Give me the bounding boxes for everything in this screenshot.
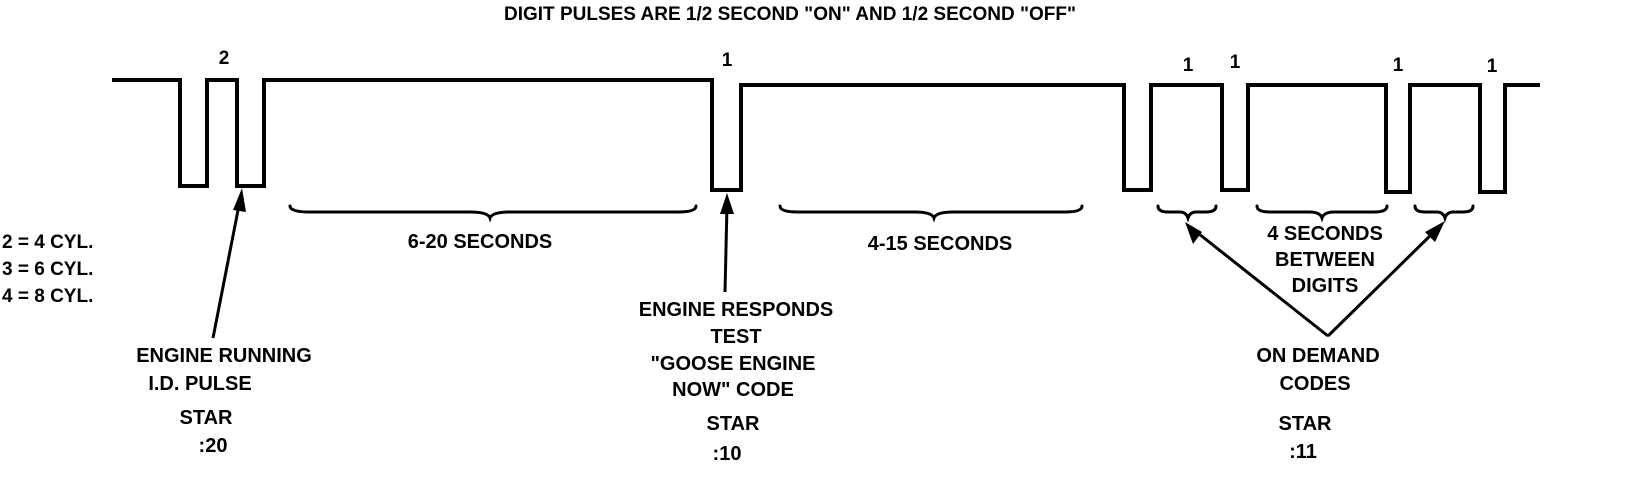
digit-label-test-pulse: 1 <box>722 50 733 71</box>
engine-running-star-label: STAR <box>180 407 234 429</box>
interval-label-between-line-3: DIGITS <box>1292 275 1359 297</box>
engine-running-code: :20 <box>199 435 228 457</box>
arrowhead-engine-running <box>233 188 246 212</box>
digit-label-demand-4: 1 <box>1487 56 1498 77</box>
on-demand-label-line-1: ON DEMAND <box>1256 345 1379 367</box>
cylinder-legend-line-3: 4 = 8 CYL. <box>2 286 93 307</box>
interval-brace-6-20 <box>288 204 698 223</box>
engine-responds-code: :10 <box>713 443 742 465</box>
cylinder-legend-line-2: 3 = 6 CYL. <box>2 259 93 280</box>
diagram-title: DIGIT PULSES ARE 1/2 SECOND "ON" AND 1/2… <box>504 4 1076 25</box>
digit-label-demand-3: 1 <box>1393 55 1404 76</box>
engine-responds-label-line-3: "GOOSE ENGINE <box>650 353 815 375</box>
pulse-waveform <box>112 78 1540 194</box>
interval-brace-digit-2 <box>1413 204 1475 223</box>
interval-label-4-15: 4-15 SECONDS <box>868 233 1013 255</box>
engine-responds-label-line-4: NOW" CODE <box>672 379 794 401</box>
engine-responds-label-line-1: ENGINE RESPONDS <box>639 299 833 321</box>
arrow-on-demand-right <box>1326 228 1438 338</box>
engine-running-label-line-2: I.D. PULSE <box>148 373 251 395</box>
arrowhead-on-demand-left <box>1185 222 1202 244</box>
interval-brace-4-15 <box>778 204 1084 223</box>
engine-responds-star-label: STAR <box>707 413 761 435</box>
cylinder-legend-line-1: 2 = 4 CYL. <box>2 232 93 253</box>
digit-label-demand-2: 1 <box>1230 52 1241 73</box>
on-demand-star-label: STAR <box>1279 413 1333 435</box>
interval-label-between-line-1: 4 SECONDS <box>1267 223 1383 245</box>
digit-label-id-pulse: 2 <box>219 48 230 69</box>
interval-label-between-line-2: BETWEEN <box>1275 249 1375 271</box>
engine-running-label-line-1: ENGINE RUNNING <box>136 345 312 367</box>
arrow-engine-running <box>211 199 242 339</box>
arrowhead-on-demand-right <box>1425 221 1445 242</box>
interval-label-6-20: 6-20 SECONDS <box>408 231 553 253</box>
arrow-on-demand-left <box>1193 228 1329 338</box>
engine-responds-label-line-2: TEST <box>710 326 761 348</box>
digit-label-demand-1: 1 <box>1183 55 1194 76</box>
arrowhead-engine-responds <box>720 193 734 214</box>
interval-brace-digit-1 <box>1156 204 1218 223</box>
arrow-engine-responds <box>723 204 729 293</box>
on-demand-label-line-2: CODES <box>1279 373 1350 395</box>
on-demand-code: :11 <box>1289 441 1317 463</box>
interval-brace-between-digits <box>1255 204 1389 223</box>
